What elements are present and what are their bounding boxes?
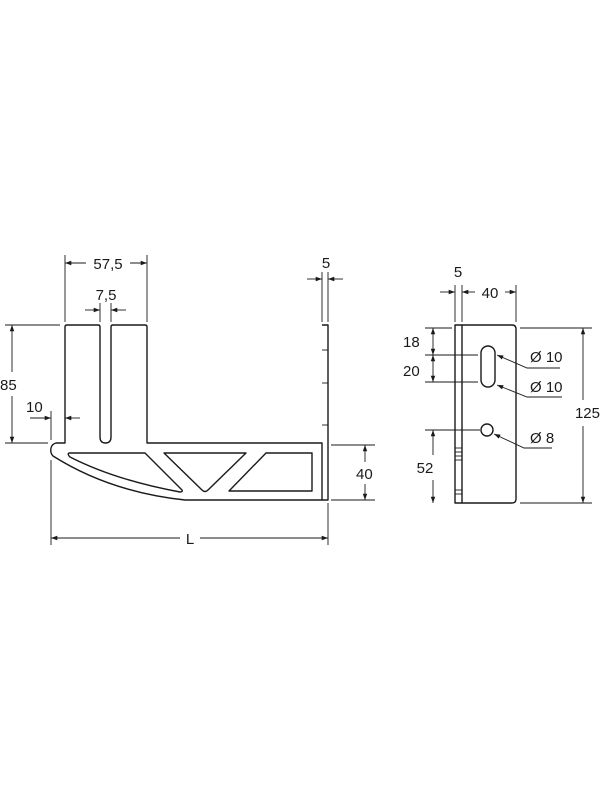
hole-label-1: Ø 10 xyxy=(530,349,563,366)
dim-slot-length: 20 xyxy=(403,363,420,380)
cutout-3 xyxy=(228,452,313,492)
dim-base-height: 40 xyxy=(356,466,373,483)
plate-edge xyxy=(322,324,329,501)
cutout-1 xyxy=(67,452,183,493)
cutout-2 xyxy=(163,452,247,493)
front-view: 5 40 125 18 20 52 Ø 10 Ø 10 Ø 8 xyxy=(403,264,600,504)
dim-lip: 10 xyxy=(26,399,43,416)
plate-outline xyxy=(454,324,517,504)
hole-label-2: Ø 10 xyxy=(530,379,563,396)
bracket-outline xyxy=(50,324,323,501)
side-view: 57,5 7,5 85 10 5 40 L xyxy=(0,255,375,548)
dim-height: 85 xyxy=(0,377,17,394)
dim-slot: 7,5 xyxy=(96,287,117,304)
dim-width-top: 57,5 xyxy=(93,256,122,273)
dim-total-height: 125 xyxy=(575,405,600,422)
dim-thickness: 5 xyxy=(454,264,462,281)
dim-plate: 5 xyxy=(322,255,330,272)
dim-top-offset: 18 xyxy=(403,334,420,351)
round-hole xyxy=(480,423,494,437)
dim-hole-height: 52 xyxy=(417,460,434,477)
dim-length: L xyxy=(186,531,194,548)
hole-label-3: Ø 8 xyxy=(530,430,554,447)
dim-width: 40 xyxy=(482,285,499,302)
slot-hole xyxy=(480,345,496,388)
